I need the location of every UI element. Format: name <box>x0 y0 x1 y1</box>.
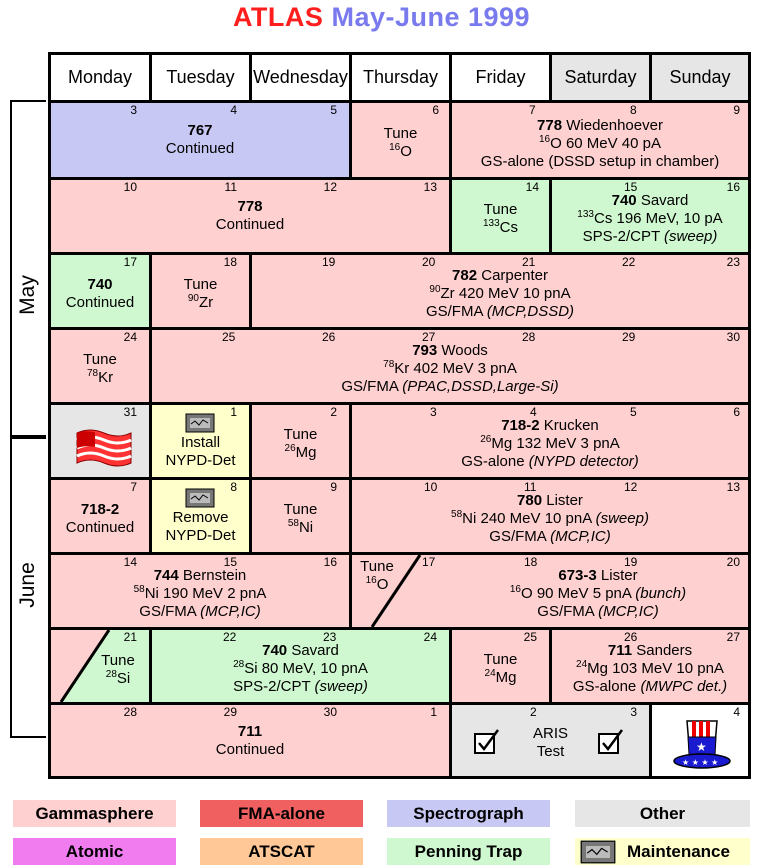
svg-text:★: ★ <box>696 740 707 754</box>
svg-text:★ ★ ★ ★: ★ ★ ★ ★ <box>682 758 718 767</box>
checkbox-checked-icon <box>474 729 500 754</box>
legend-other: Other <box>575 800 750 827</box>
month-label-may: May <box>16 275 39 315</box>
header-saturday: Saturday <box>552 55 649 100</box>
header-friday: Friday <box>452 55 549 100</box>
legend-spectrograph: Spectrograph <box>387 800 550 827</box>
split-divider <box>51 630 111 702</box>
month-bar-may <box>10 100 46 437</box>
checkbox-checked-icon <box>598 729 624 754</box>
legend-maintenance: Maintenance <box>575 838 750 865</box>
header-monday: Monday <box>51 55 149 100</box>
legend-penning-trap: Penning Trap <box>387 838 550 865</box>
month-bar-june <box>10 437 46 738</box>
month-label-june: June <box>16 562 40 608</box>
header-tuesday: Tuesday <box>152 55 249 100</box>
split-divider <box>370 555 422 627</box>
holiday-memorial-day: 31 <box>51 405 149 477</box>
legend-atomic: Atomic <box>13 838 176 865</box>
holiday-july-4: 4 ★ ★ ★ ★ ★ <box>652 705 748 776</box>
header-thursday: Thursday <box>352 55 449 100</box>
legend-fma-alone: FMA-alone <box>200 800 363 827</box>
title-atlas: ATLAS <box>232 2 324 32</box>
legend-atscat: ATSCAT <box>200 838 363 865</box>
maintenance-icon <box>185 413 215 433</box>
legend-gammasphere: Gammasphere <box>13 800 176 827</box>
page-title: ATLAS May-June 1999 <box>0 2 763 33</box>
us-flag-icon <box>76 429 132 467</box>
maintenance-icon <box>580 840 616 863</box>
header-sunday: Sunday <box>652 55 748 100</box>
title-date-range: May-June 1999 <box>331 2 531 32</box>
maintenance-icon <box>185 488 215 508</box>
uncle-sam-hat-icon: ★ ★ ★ ★ ★ <box>673 720 731 769</box>
header-wednesday: Wednesday <box>252 55 349 100</box>
